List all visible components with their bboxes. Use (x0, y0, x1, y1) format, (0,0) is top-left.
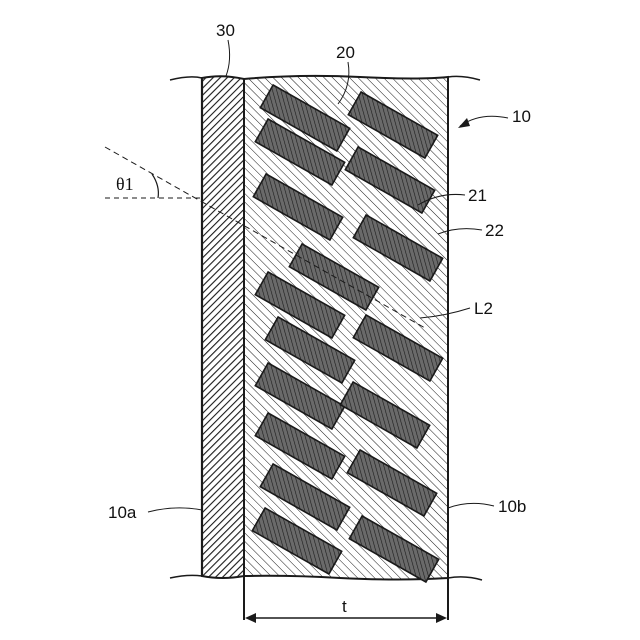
bottom-break-line (170, 575, 202, 578)
top-break-line-right (448, 76, 480, 80)
label-10a: 10a (108, 503, 137, 522)
label-30: 30 (216, 21, 235, 40)
leader-10b (448, 503, 494, 508)
label-l2: L2 (474, 299, 493, 318)
label-21: 21 (468, 186, 487, 205)
label-10b: 10b (498, 497, 526, 516)
thickness-arrowhead-left (245, 613, 256, 623)
label-t: t (342, 597, 347, 616)
top-break-line (170, 77, 202, 80)
label-20: 20 (336, 43, 355, 62)
angle-arc (152, 174, 158, 198)
label-22: 22 (485, 221, 504, 240)
coating-layer-30 (202, 76, 244, 578)
thickness-arrowhead-right (436, 613, 447, 623)
label-10: 10 (512, 107, 531, 126)
leader-30 (226, 40, 230, 76)
label-theta1: θ1 (116, 174, 134, 194)
leader-10a (148, 508, 202, 512)
leader-10-arrowhead (458, 118, 470, 128)
bottom-break-line-right (448, 577, 482, 580)
